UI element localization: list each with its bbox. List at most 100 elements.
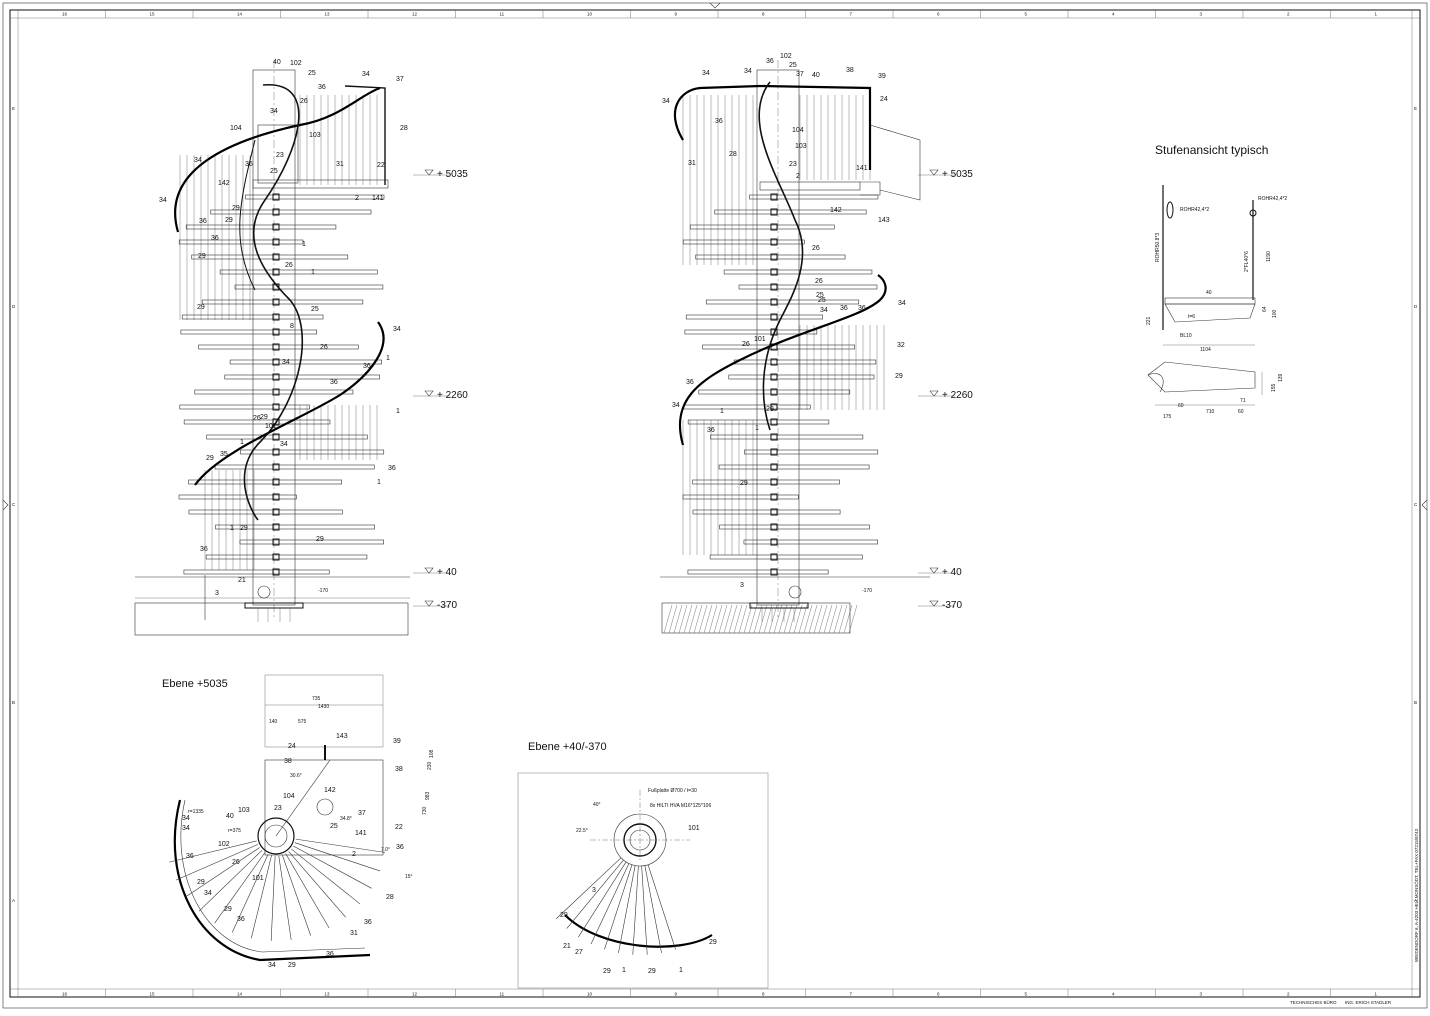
tread-bracket [272,388,280,396]
plan-lower-label: 27 [575,949,583,956]
lower-tread-line [604,864,633,950]
tread-bracket [272,478,280,486]
left-elevation [134,60,410,636]
hatch-line [663,604,673,634]
plan-upper [169,674,385,962]
column-number-bottom: 15 [150,992,156,997]
hatch-line [838,604,848,634]
plan-upper-dimension: r=1335 [188,809,204,815]
sub-level-right: -170 [862,588,872,594]
elevation-label-left: 36 [211,235,219,242]
pipe-section-left [1166,201,1174,219]
elevation-label-right: 36 [766,58,774,65]
plan-tread-line [295,838,385,853]
plan-lower-label: 1 [622,967,626,974]
plan-tread-line [250,855,272,939]
column-number-top: 4 [1112,12,1115,17]
plan-upper-dimension: 30.6° [290,773,302,779]
elevation-label-right: 104 [792,127,804,134]
plan-upper-label: 37 [358,810,366,817]
level-label: + 40 [437,567,457,578]
lower-handrail [564,914,713,948]
railing-posts-lower-right [682,325,885,555]
tread [198,344,359,350]
column-number-top: 9 [675,12,678,17]
tread [229,359,382,365]
elevation-label-right: 34 [662,98,670,105]
column-number-top: 1 [1375,12,1378,17]
elevation-label-left: 34 [393,326,401,333]
row-letter-left: E [12,106,15,111]
tread-bracket [272,523,280,531]
elevation-label-left: 35 [220,451,228,458]
landing-railing [344,85,386,185]
column-number-top: 7 [850,12,853,17]
column-number-bottom: 11 [500,992,505,997]
level-triangle [424,390,434,397]
tread [682,239,805,245]
step-dimension: 155 [1271,383,1277,392]
column-number-top: 3 [1200,12,1203,17]
column-number-top: 8 [762,12,765,17]
plan-handrail [173,799,371,962]
elevation-label-left: 31 [336,161,344,168]
level-triangle [929,567,939,574]
lower-tread-line [590,863,630,945]
step-dimension: 221 [1146,316,1152,325]
tread [234,284,384,290]
hatch-line [743,604,753,634]
plan-upper-label: 142 [324,787,336,794]
lower-tread-line [566,859,624,929]
plan-upper-label: 26 [232,859,240,866]
column-number-bottom: 5 [1025,992,1028,997]
elevation-label-right: 143 [878,217,890,224]
plan-tread-line [294,842,381,872]
hatch-line [693,604,703,634]
plan-tread-line [291,848,361,905]
plan-upper-label: 39 [393,738,401,745]
tread [219,269,378,275]
hatch-line [828,604,838,634]
tread [692,509,841,515]
elevation-label-right: 34 [672,402,680,409]
plan-upper-dimension: 34.8° [340,816,352,822]
plan-upper-label: 29 [288,962,296,969]
elevation-label-left: 29 [316,536,324,543]
plan-upper-label: 25 [330,823,338,830]
elevation-label-right: 25 [789,62,797,69]
tread [245,194,385,200]
step-dimension: 64 [1262,306,1268,312]
tread [183,419,331,425]
tread-bracket [272,313,280,321]
step-dimension: 1104 [1200,347,1211,353]
elevation-label-right: 38 [846,67,854,74]
lower-tread-line [632,865,639,955]
level-triangle [424,169,434,176]
hatch-line [778,604,788,634]
plan-upper-dimension: 730 [422,806,428,815]
hatch-line [833,604,843,634]
elevation-label-right: 24 [880,96,888,103]
handrail-inner [243,84,304,521]
plan-upper-label: 34 [268,962,276,969]
elevation-label-right: 34 [820,307,828,314]
column-number-bottom: 4 [1112,992,1115,997]
elevation-label-left: 25 [270,168,278,175]
elevation-label-left: 29 [240,525,248,532]
hatch-line [723,604,733,634]
plan-lower-dimension: 40° [593,802,601,808]
step-view-detail [1147,185,1263,406]
base-plate-right [749,602,809,609]
tread-bracket [770,373,778,381]
hatch-line [823,604,833,634]
plan-stringer [180,799,366,953]
hatch-line [728,604,738,634]
plan-upper-label: 29 [224,906,232,913]
tread [205,554,368,560]
hatch-line [758,604,768,634]
landing-frame [257,124,299,184]
step-view-title: Stufenansicht typisch [1155,143,1268,157]
step-plan [1147,361,1256,393]
elevation-label-right: 25 [818,297,826,304]
